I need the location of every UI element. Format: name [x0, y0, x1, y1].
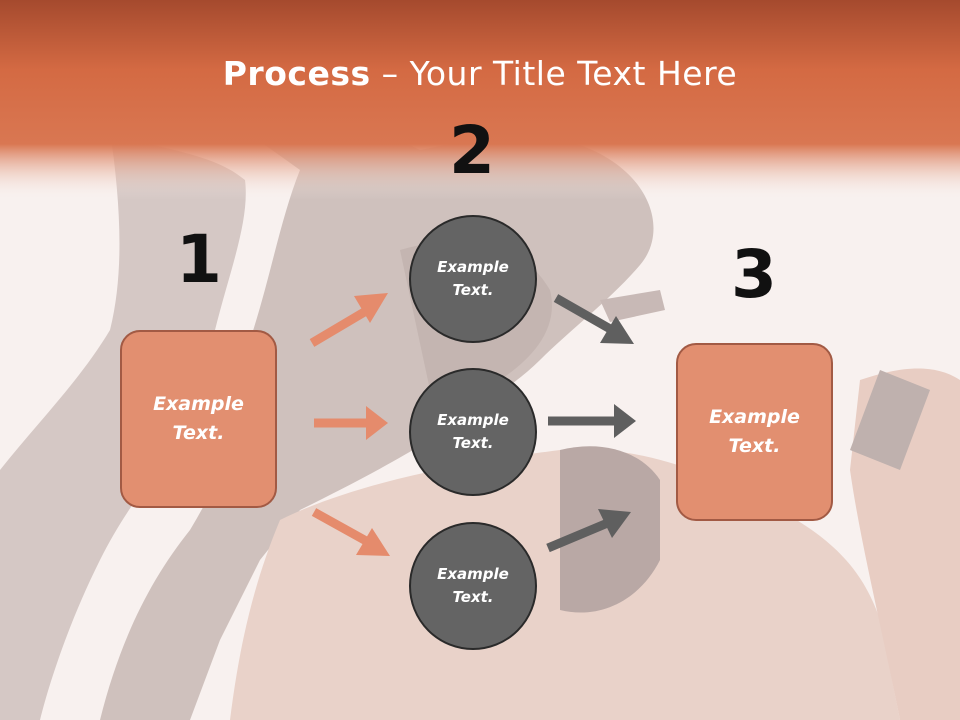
step-2-circle-top: Example Text. — [409, 215, 537, 343]
circle-top-text: Example Text. — [437, 258, 509, 299]
arrow-top-to-3 — [553, 294, 634, 344]
arrow-1-to-bottom — [311, 508, 390, 556]
header-band — [0, 0, 960, 200]
step-number-2: 2 — [449, 112, 495, 189]
slide-title: Process – Your Title Text Here — [0, 52, 960, 96]
circle-bottom-text: Example Text. — [437, 565, 509, 606]
arrow-1-to-top — [309, 293, 388, 347]
title-rest: – Your Title Text Here — [370, 54, 738, 93]
title-bold: Process — [222, 54, 371, 93]
step-number-3: 3 — [731, 236, 777, 313]
step-1-text: Example Text. — [153, 393, 244, 444]
arrow-bottom-to-3 — [546, 509, 631, 553]
step-number-1: 1 — [176, 221, 222, 298]
step-3-box: Example Text. — [676, 343, 833, 521]
step-1-box: Example Text. — [120, 330, 277, 508]
step-2-circle-bottom: Example Text. — [409, 522, 537, 650]
circle-middle-text: Example Text. — [437, 411, 509, 452]
step-2-circle-middle: Example Text. — [409, 368, 537, 496]
step-3-text: Example Text. — [709, 406, 800, 457]
arrow-1-to-middle — [314, 406, 388, 440]
arrow-middle-to-3 — [548, 404, 636, 438]
